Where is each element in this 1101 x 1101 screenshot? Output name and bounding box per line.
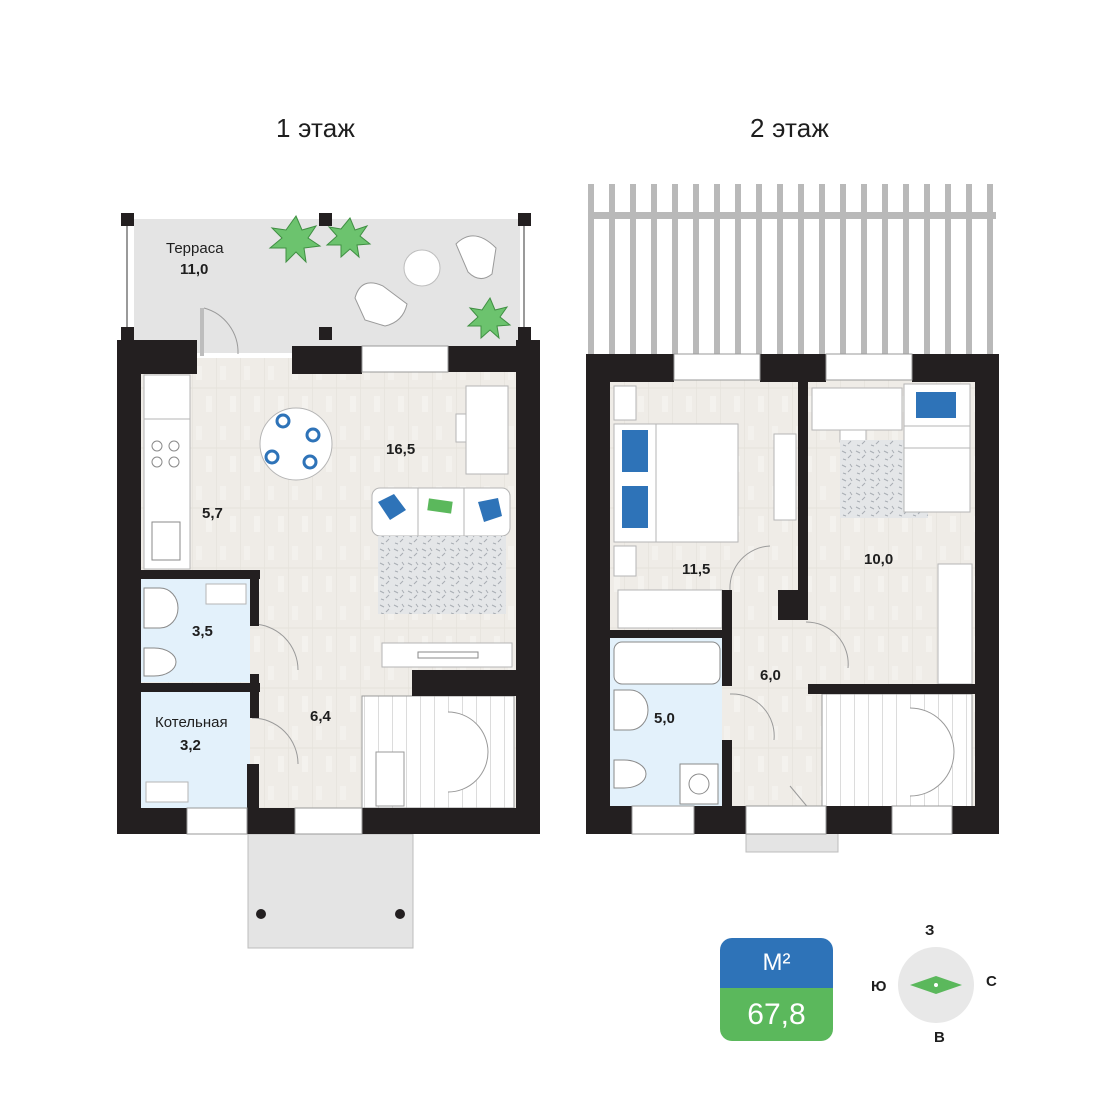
desk-2 — [811, 387, 903, 431]
total-area-badge: 67,8 — [720, 988, 833, 1041]
floor-1-title: 1 этаж — [276, 113, 356, 143]
wardrobe-2 — [937, 563, 973, 685]
compass — [898, 947, 974, 1023]
terrace-post — [518, 327, 531, 340]
terrace-post — [319, 213, 332, 226]
living-area-label: 16,5 — [386, 441, 416, 458]
bathroom-2-area-label: 5,0 — [654, 710, 675, 727]
terrace-area-label: 11,0 — [180, 261, 209, 278]
compass-west-label: Ю — [871, 978, 887, 995]
stove-icon — [151, 440, 180, 468]
boiler-unit — [145, 781, 189, 803]
bathtub — [613, 641, 721, 685]
terrace-label: Терраса — [166, 240, 224, 257]
toilet-icon — [143, 647, 177, 677]
compass-east-label: С — [986, 973, 997, 990]
walls-floor-2 — [586, 354, 999, 834]
hall-1-area-label: 6,4 — [310, 708, 331, 725]
balcony-railing — [588, 184, 996, 356]
washing-machine — [679, 763, 719, 805]
kitchen-area-label: 5,7 — [202, 505, 223, 522]
washbasin-icon — [143, 587, 179, 629]
floor-2-title: 2 этаж — [750, 113, 830, 143]
toilet-icon — [613, 759, 647, 789]
sofa — [371, 487, 511, 537]
compass-south-label: В — [934, 1029, 945, 1046]
boiler-room-label: Котельная — [155, 714, 228, 731]
plant-icon — [268, 214, 512, 340]
walls-floor-1 — [117, 340, 540, 834]
compass-north-label: З — [925, 922, 935, 939]
floor-2 — [586, 184, 999, 853]
bathroom-1-area-label: 3,5 — [192, 623, 213, 640]
fridge — [143, 374, 191, 420]
terrace-chair — [354, 235, 497, 327]
single-bed — [903, 383, 971, 513]
boiler-area-label: 3,2 — [180, 737, 201, 754]
dining-table — [259, 407, 333, 481]
terrace-table — [403, 249, 441, 287]
sink-icon — [151, 521, 181, 561]
floor-1 — [117, 213, 540, 949]
bedroom-2-area-label: 10,0 — [864, 551, 894, 568]
small-balcony — [745, 831, 839, 853]
living-rug — [378, 536, 506, 614]
entrance-porch — [247, 833, 414, 949]
terrace-post — [121, 213, 134, 226]
bedroom-1-area-label: 11,5 — [682, 561, 711, 578]
terrace-post — [319, 327, 332, 340]
double-bed — [613, 423, 739, 543]
terrace-post — [518, 213, 531, 226]
hall-2-area-label: 6,0 — [760, 667, 781, 684]
area-unit-badge: М² — [720, 938, 833, 988]
wardrobe — [617, 589, 723, 629]
wall-shelf — [773, 433, 797, 521]
desk — [465, 385, 509, 475]
bath-1-cabinet — [205, 583, 247, 605]
terrace-post — [121, 327, 134, 340]
washbasin-icon — [613, 689, 649, 731]
